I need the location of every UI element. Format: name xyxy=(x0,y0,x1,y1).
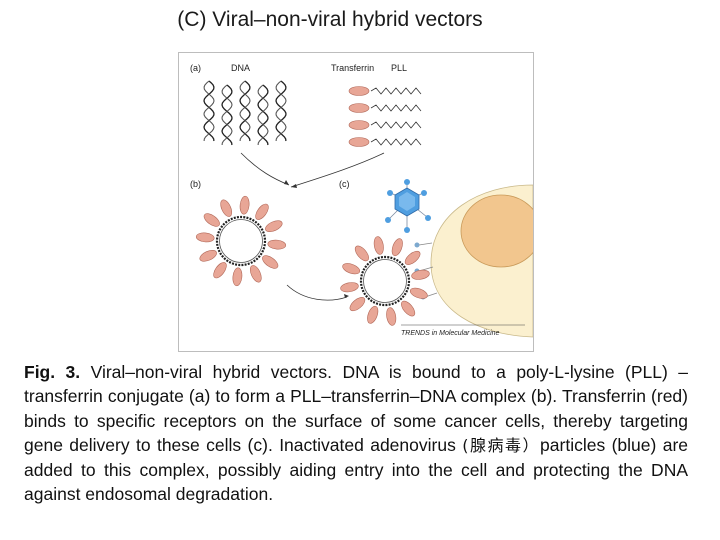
panel-c-label: (c) xyxy=(339,179,350,189)
transferrin-molecule xyxy=(198,248,218,264)
transferrin-molecule xyxy=(348,295,368,313)
pll-ring xyxy=(364,260,407,303)
caption-lead: Fig. 3. xyxy=(24,362,80,382)
transferrin-molecule xyxy=(403,249,423,267)
transferrin-molecule xyxy=(365,305,380,325)
caption-chinese-note: (腺病毒） xyxy=(462,436,540,455)
transferrin-molecule xyxy=(267,239,286,250)
figure-caption: Fig. 3. Viral–non-viral hybrid vectors. … xyxy=(24,360,688,507)
panel-a-label: (a) xyxy=(190,63,201,73)
dna-helices xyxy=(204,81,286,145)
transferrin-molecule xyxy=(260,253,280,271)
transferrin-molecule xyxy=(349,138,369,147)
transferrin-molecule xyxy=(390,237,405,257)
arrow-conjugate-to-complex xyxy=(291,153,384,187)
pll-transferrin-dna-complex xyxy=(196,196,286,286)
transferrin-molecule xyxy=(340,281,359,293)
transferrin-molecule xyxy=(218,198,234,218)
source-credit: TRENDS in Molecular Medicine xyxy=(401,330,500,337)
transferrin-molecule xyxy=(353,244,371,264)
arrow-complex-to-cell xyxy=(287,285,347,300)
transferrin-molecule xyxy=(399,299,417,319)
pll-chain xyxy=(371,105,421,111)
figure-panel: (a) DNA Transferrin PLL (b) (c) xyxy=(178,52,534,352)
pll-label: PLL xyxy=(391,63,407,73)
arrow-head xyxy=(284,180,289,185)
transferrin-molecule xyxy=(253,202,271,222)
arrow-dna-to-complex xyxy=(241,153,289,185)
transferrin-label: Transferrin xyxy=(331,63,374,73)
pll-chain xyxy=(371,122,421,128)
transferrin-molecule xyxy=(349,121,369,130)
pll-ring xyxy=(220,220,263,263)
transferrin-pll-conjugates xyxy=(349,87,421,147)
dna-ring xyxy=(217,217,265,265)
adenovirus-particle xyxy=(385,179,431,233)
targeted-complex xyxy=(340,236,430,326)
transferrin-molecule xyxy=(349,87,369,96)
dna-label: DNA xyxy=(231,63,250,73)
pll-chain xyxy=(371,139,421,145)
panel-b-label: (b) xyxy=(190,179,201,189)
dna-ring xyxy=(361,257,409,305)
transferrin-molecule xyxy=(196,232,215,243)
transferrin-molecule xyxy=(264,218,284,234)
transferrin-molecule xyxy=(411,269,430,281)
slide-title: (C) Viral–non-viral hybrid vectors xyxy=(0,8,660,32)
transferrin-molecule xyxy=(239,196,250,215)
transferrin-molecule xyxy=(349,104,369,113)
diagram-svg: (a) DNA Transferrin PLL (b) (c) xyxy=(179,53,533,351)
transferrin-molecule xyxy=(409,286,429,301)
transferrin-molecule xyxy=(248,264,264,284)
transferrin-molecule xyxy=(202,211,222,229)
arrow-head xyxy=(291,184,297,188)
transferrin-molecule xyxy=(373,236,385,255)
transferrin-molecule xyxy=(341,261,361,276)
transferrin-molecule xyxy=(211,260,229,280)
transferrin-molecule xyxy=(232,267,243,286)
pll-chain xyxy=(371,88,421,94)
transferrin-molecule xyxy=(385,307,397,326)
